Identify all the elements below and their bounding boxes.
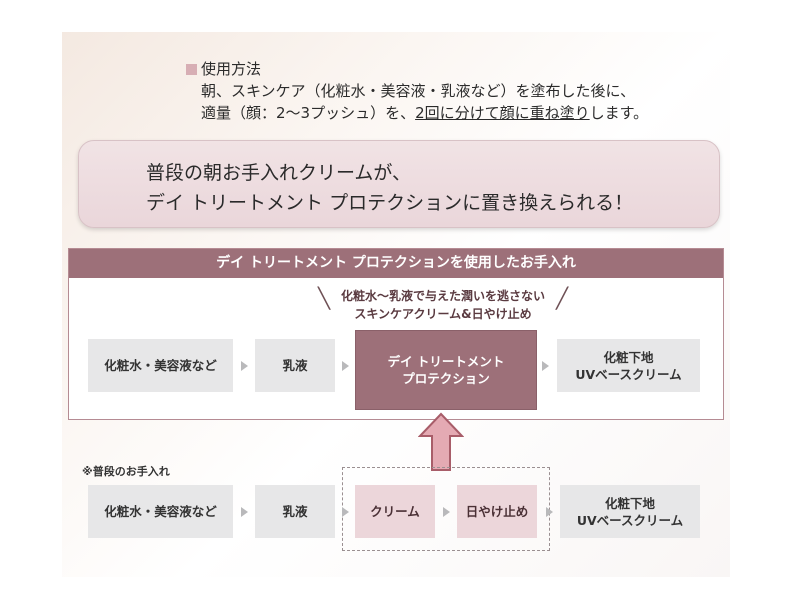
step-arrow-icon [241,361,248,371]
normal-step-sunscreen: 日やけ止め [457,485,537,538]
usage-section: 使用方法 朝、スキンケア（化粧水・美容液・乳液など）を塗布した後に、 適量（顔：… [186,58,648,124]
right-bracket-slash: ╱ [556,286,569,310]
normal-step-cream: クリーム [355,485,435,538]
normal-care-label: ※普段のお手入れ [82,465,170,478]
flow-step-base-line-2: UVベースクリーム [575,366,682,382]
flow-step-day-treatment-line-1: デイ トリートメント [387,354,505,369]
flow-step-emulsion: 乳液 [255,339,335,392]
step-arrow-icon [546,507,553,517]
normal-step-emulsion: 乳液 [255,485,335,538]
callout-line-2: デイ トリートメント プロテクションに置き換えられる！ [146,192,634,214]
flow-step-lotion: 化粧水・美容液など [88,339,233,392]
flow-step-base-line-1: 化粧下地 [603,349,654,365]
usage-line-2-underlined: 2回に分けて顔に重ね塗り [415,104,590,122]
flow-step-day-treatment: デイ トリートメント プロテクション [355,330,537,410]
usage-line-2-part-a: 適量（顔：2～3プッシュ）を、 [201,104,416,122]
usage-line-2-part-c: します。 [589,104,649,122]
usage-line-1: 朝、スキンケア（化粧水・美容液・乳液など）を塗布した後に、 [201,82,636,100]
normal-step-base: 化粧下地 UVベースクリーム [560,485,700,538]
flow-note-line-2: スキンケアクリーム&日やけ止め [354,307,532,321]
step-arrow-icon [241,507,248,517]
flow-note: 化粧水～乳液で与えた潤いを逃さない スキンケアクリーム&日やけ止め [330,287,556,323]
flow-header: デイ トリートメント プロテクションを使用したお手入れ [69,249,723,278]
step-arrow-icon [342,361,349,371]
usage-heading: 使用方法 [201,60,262,78]
up-arrow-icon [418,412,464,471]
usage-heading-row: 使用方法 [186,58,648,80]
flow-step-base: 化粧下地 UVベースクリーム [557,339,700,392]
usage-line-2: 適量（顔：2～3プッシュ）を、2回に分けて顔に重ね塗りします。 [186,102,648,124]
callout-line-1: 普段の朝お手入れクリームが、 [146,162,412,184]
step-arrow-icon [342,507,349,517]
normal-step-base-line-2: UVベースクリーム [576,512,684,528]
step-arrow-icon [443,507,450,517]
flow-note-line-1: 化粧水～乳液で与えた潤いを逃さない [340,289,545,303]
square-bullet-icon [186,64,197,75]
normal-step-base-line-1: 化粧下地 [604,495,655,511]
highlight-callout: 普段の朝お手入れクリームが、 デイ トリートメント プロテクションに置き換えられ… [78,140,720,228]
flow-step-day-treatment-line-2: プロテクション [402,371,490,386]
left-bracket-slash: ╲ [318,286,331,310]
normal-step-lotion: 化粧水・美容液など [88,485,233,538]
step-arrow-icon [542,361,549,371]
